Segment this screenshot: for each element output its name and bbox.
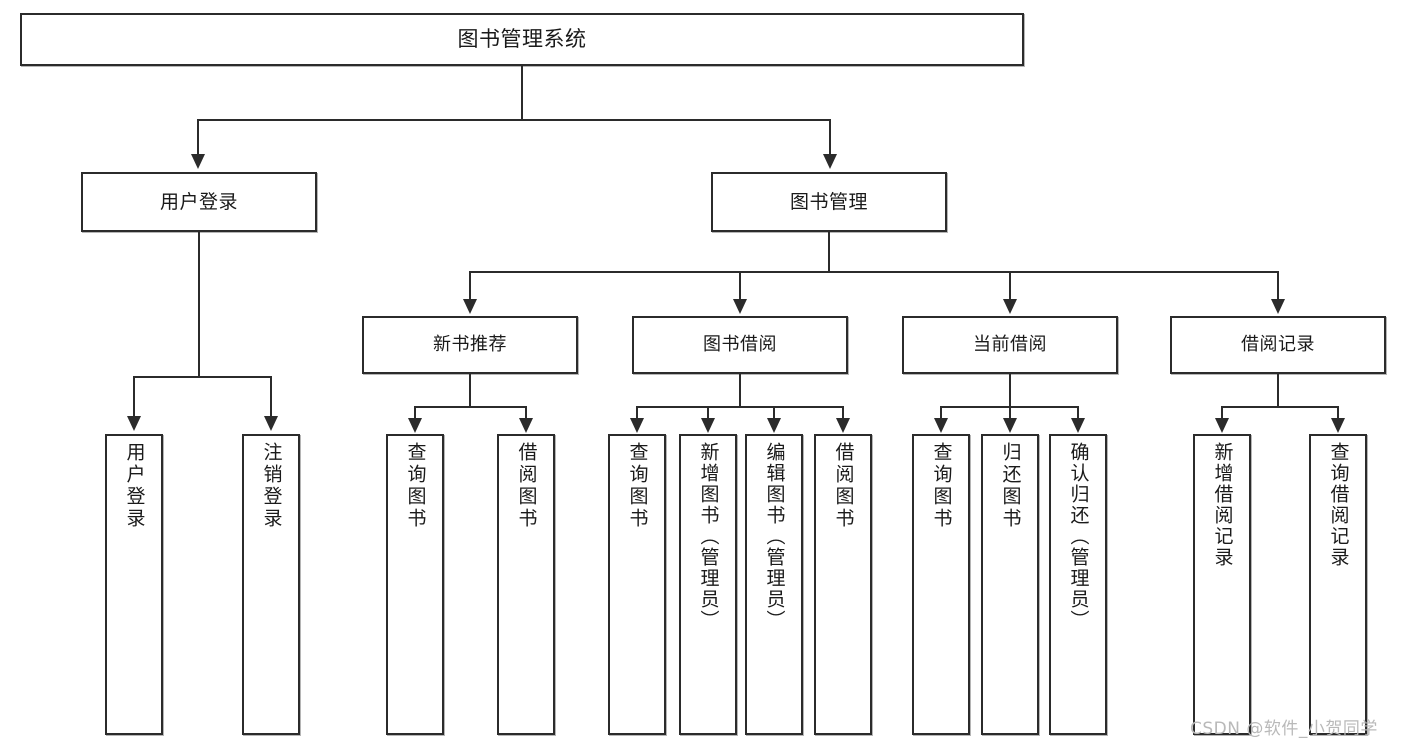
node-leaf-query-book-2[interactable]: 查询图书 <box>608 434 666 735</box>
connector-drop-leaf-user-login <box>133 376 135 417</box>
node-leaf-borrow-book-2-label: 借阅图书 <box>832 442 855 530</box>
arrowhead-borrow-record <box>1271 299 1285 314</box>
connector-drop-leaf-query-book-3 <box>940 406 942 428</box>
connector-drop-leaf-logout-login <box>270 376 272 417</box>
node-leaf-logout-login-label: 注销登录 <box>260 442 283 530</box>
arrowhead-leaf-confirm-return <box>1071 418 1085 433</box>
arrowhead-leaf-query-book-2 <box>630 418 644 433</box>
arrowhead-leaf-edit-book <box>767 418 781 433</box>
node-leaf-edit-book[interactable]: 编辑图书（管理员） <box>745 434 803 735</box>
node-current-borrow-label: 当前借阅 <box>973 334 1047 356</box>
arrowhead-leaf-logout-login <box>264 416 278 431</box>
arrowhead-new-book-recommend <box>463 299 477 314</box>
node-borrow-record-label: 借阅记录 <box>1241 334 1315 356</box>
connector-drop-current-borrow <box>1009 271 1011 300</box>
connector-current-borrow-stem <box>1009 374 1011 407</box>
node-book-borrow-label: 图书借阅 <box>703 334 777 356</box>
connector-book-manage-bus <box>469 271 1279 273</box>
arrowhead-book-manage <box>823 154 837 169</box>
node-book-borrow[interactable]: 图书借阅 <box>632 316 848 374</box>
node-leaf-borrow-book-1-label: 借阅图书 <box>515 442 538 530</box>
node-leaf-query-book-3[interactable]: 查询图书 <box>912 434 970 735</box>
connector-drop-user-login <box>197 119 199 155</box>
arrowhead-leaf-return-book <box>1003 418 1017 433</box>
connector-drop-leaf-add-book <box>707 406 709 428</box>
node-leaf-confirm-return[interactable]: 确认归还（管理员） <box>1049 434 1107 735</box>
node-leaf-add-book-label: 新增图书（管理员） <box>697 442 720 631</box>
connector-user-login-stem <box>198 232 200 377</box>
node-leaf-query-record[interactable]: 查询借阅记录 <box>1309 434 1367 735</box>
node-system[interactable]: 图书管理系统 <box>20 13 1024 66</box>
node-leaf-query-book-3-label: 查询图书 <box>930 442 953 530</box>
node-leaf-query-record-label: 查询借阅记录 <box>1327 442 1350 568</box>
connector-drop-leaf-borrow-book-2 <box>842 406 844 428</box>
node-new-book-recommend-label: 新书推荐 <box>433 334 507 356</box>
node-book-manage[interactable]: 图书管理 <box>711 172 947 232</box>
node-leaf-user-login-label: 用户登录 <box>123 442 146 530</box>
node-leaf-borrow-book-2[interactable]: 借阅图书 <box>814 434 872 735</box>
connector-new-book-recommend-stem <box>469 374 471 407</box>
node-borrow-record[interactable]: 借阅记录 <box>1170 316 1386 374</box>
arrowhead-leaf-query-book-3 <box>934 418 948 433</box>
node-new-book-recommend[interactable]: 新书推荐 <box>362 316 578 374</box>
node-current-borrow[interactable]: 当前借阅 <box>902 316 1118 374</box>
connector-drop-book-manage <box>829 119 831 155</box>
arrowhead-current-borrow <box>1003 299 1017 314</box>
node-leaf-logout-login[interactable]: 注销登录 <box>242 434 300 735</box>
connector-root-bus <box>197 119 831 121</box>
node-book-manage-label: 图书管理 <box>789 190 868 213</box>
connector-borrow-record-bus <box>1221 406 1338 408</box>
connector-book-borrow-stem <box>739 374 741 407</box>
connector-book-manage-stem <box>828 232 830 272</box>
arrowhead-leaf-borrow-book-1 <box>519 418 533 433</box>
node-system-label: 图书管理系统 <box>457 27 587 52</box>
watermark: CSDN @软件_小贺同学 <box>1190 719 1378 739</box>
node-leaf-edit-book-label: 编辑图书（管理员） <box>763 442 786 631</box>
arrowhead-book-borrow <box>733 299 747 314</box>
arrowhead-leaf-add-book <box>701 418 715 433</box>
node-leaf-add-record-label: 新增借阅记录 <box>1211 442 1234 568</box>
node-leaf-query-book-1[interactable]: 查询图书 <box>386 434 444 735</box>
connector-user-login-bus <box>133 376 270 378</box>
node-user-login[interactable]: 用户登录 <box>81 172 317 232</box>
arrowhead-leaf-query-book-1 <box>408 418 422 433</box>
connector-drop-leaf-add-record <box>1221 406 1223 428</box>
arrowhead-leaf-user-login <box>127 416 141 431</box>
node-leaf-user-login[interactable]: 用户登录 <box>105 434 163 735</box>
arrowhead-user-login <box>191 154 205 169</box>
node-leaf-add-book[interactable]: 新增图书（管理员） <box>679 434 737 735</box>
node-leaf-return-book-label: 归还图书 <box>999 442 1022 530</box>
arrowhead-leaf-query-record <box>1331 418 1345 433</box>
connector-drop-leaf-confirm-return <box>1077 406 1079 428</box>
connector-drop-leaf-return-book <box>1009 406 1011 428</box>
node-leaf-query-book-2-label: 查询图书 <box>626 442 649 530</box>
connector-drop-leaf-query-book-1 <box>414 406 416 428</box>
arrowhead-leaf-borrow-book-2 <box>836 418 850 433</box>
connector-book-borrow-bus <box>636 406 844 408</box>
node-user-login-label: 用户登录 <box>159 190 238 213</box>
connector-drop-leaf-borrow-book-1 <box>525 406 527 428</box>
connector-drop-leaf-query-book-2 <box>636 406 638 428</box>
arrowhead-leaf-add-record <box>1215 418 1229 433</box>
node-leaf-return-book[interactable]: 归还图书 <box>981 434 1039 735</box>
connector-drop-leaf-edit-book <box>773 406 775 428</box>
connector-drop-borrow-record <box>1277 271 1279 300</box>
connector-drop-leaf-query-record <box>1337 406 1339 428</box>
node-leaf-borrow-book-1[interactable]: 借阅图书 <box>497 434 555 735</box>
connector-drop-book-borrow <box>739 271 741 300</box>
node-leaf-query-book-1-label: 查询图书 <box>404 442 427 530</box>
node-leaf-confirm-return-label: 确认归还（管理员） <box>1067 442 1090 631</box>
connector-borrow-record-stem <box>1277 374 1279 407</box>
connector-root-stem <box>521 66 523 120</box>
node-leaf-add-record[interactable]: 新增借阅记录 <box>1193 434 1251 735</box>
connector-new-book-recommend-bus <box>414 406 527 408</box>
connector-drop-new-book-recommend <box>469 271 471 300</box>
